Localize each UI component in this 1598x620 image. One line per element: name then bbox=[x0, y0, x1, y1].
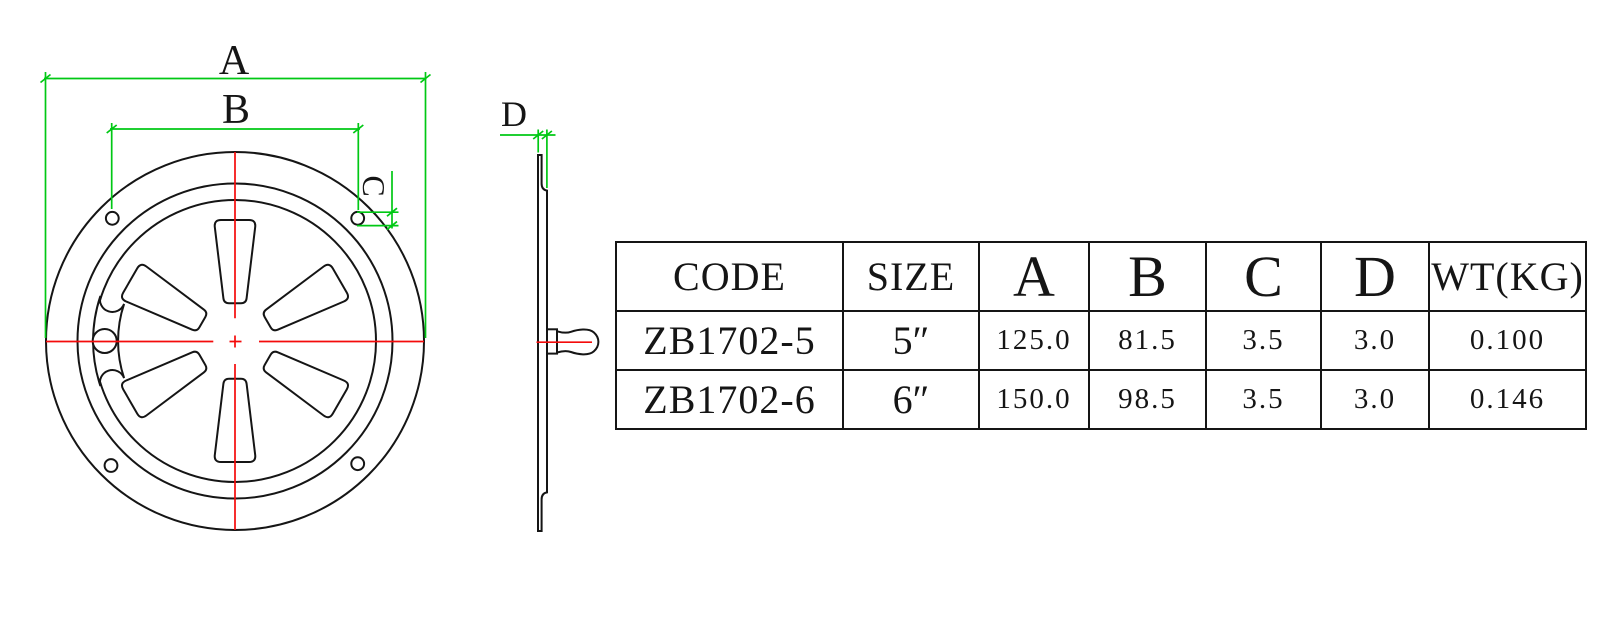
header-dim-c: C bbox=[1205, 241, 1322, 312]
spec-row-zb1702-5: ZB1702-5 5″ 125.0 81.5 3.5 3.0 0.100 bbox=[615, 310, 1587, 371]
header-code: CODE bbox=[615, 241, 844, 312]
cell-c-0: 3.5 bbox=[1205, 310, 1322, 371]
louver-slot-lower-right bbox=[262, 350, 350, 419]
louver-slot-upper-left bbox=[120, 263, 208, 332]
dim-c-label: C bbox=[356, 175, 392, 196]
cell-size-0: 5″ bbox=[842, 310, 980, 371]
dim-c-ticks bbox=[386, 207, 398, 231]
centerlines bbox=[46, 152, 592, 530]
cell-d-0: 3.0 bbox=[1320, 310, 1430, 371]
spec-row-zb1702-6: ZB1702-6 6″ 150.0 98.5 3.5 3.0 0.146 bbox=[615, 369, 1587, 430]
mounting-hole-top-left bbox=[104, 210, 120, 226]
header-size: SIZE bbox=[842, 241, 980, 312]
cell-size-1: 6″ bbox=[842, 369, 980, 430]
spec-table: CODE SIZE A B C D WT(KG) ZB1702-5 5″ 125… bbox=[615, 241, 1587, 430]
dim-d-ticks bbox=[532, 130, 553, 140]
header-dim-b: B bbox=[1088, 241, 1207, 312]
cell-code-1: ZB1702-6 bbox=[615, 369, 844, 430]
header-dim-a: A bbox=[978, 241, 1090, 312]
cell-wt-0: 0.100 bbox=[1428, 310, 1587, 371]
spec-table-header-row: CODE SIZE A B C D WT(KG) bbox=[615, 241, 1587, 312]
louver-slot-upper-right bbox=[262, 263, 350, 332]
header-dim-d: D bbox=[1320, 241, 1430, 312]
cell-c-1: 3.5 bbox=[1205, 369, 1322, 430]
dim-b-label: B bbox=[222, 87, 250, 133]
cell-b-1: 98.5 bbox=[1088, 369, 1207, 430]
cell-code-0: ZB1702-5 bbox=[615, 310, 844, 371]
dim-a-ticks bbox=[39, 73, 432, 84]
cell-a-0: 125.0 bbox=[978, 310, 1090, 371]
dim-d-label: D bbox=[501, 94, 527, 134]
dimension-lines bbox=[39, 72, 556, 338]
cell-b-0: 81.5 bbox=[1088, 310, 1207, 371]
mounting-hole-bottom-left bbox=[103, 458, 119, 473]
header-weight: WT(KG) bbox=[1428, 241, 1587, 312]
mounting-hole-bottom-right bbox=[350, 456, 366, 472]
cell-d-1: 3.0 bbox=[1320, 369, 1430, 430]
mounting-hole-top-right bbox=[350, 210, 366, 226]
dim-b-ticks bbox=[106, 124, 364, 134]
louver-slot-lower-left bbox=[120, 350, 208, 419]
cell-wt-1: 0.146 bbox=[1428, 369, 1587, 430]
cell-a-1: 150.0 bbox=[978, 369, 1090, 430]
dim-a-label: A bbox=[219, 38, 250, 84]
